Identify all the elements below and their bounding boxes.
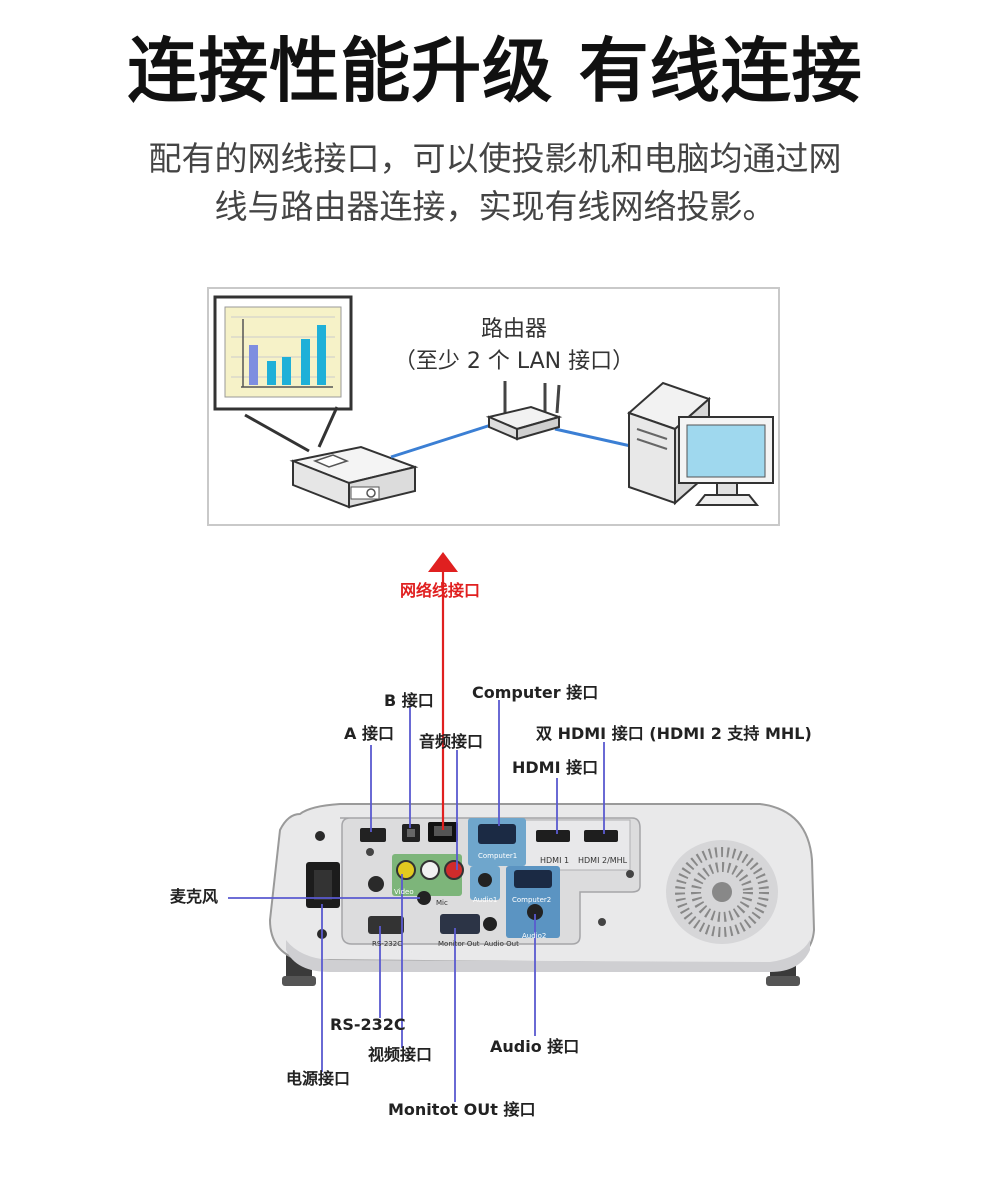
panel-label-audio-out: Audio Out [484,940,519,948]
description-line-1: 配有的网线接口，可以使投影机和电脑均通过网 [148,139,842,178]
network-diagram: 路由器 （至少 2 个 LAN 接口） [207,287,780,526]
b-port-label: B 接口 [384,691,434,710]
page-title: 连接性能升级 有线连接 [127,30,863,112]
panel-label-video: Video [394,888,414,896]
panel-label-audio1: Audio1 [473,896,498,904]
description-line-2: 线与路由器连接，实现有线网络投影。 [214,187,776,226]
panel-label-computer2: Computer2 [512,896,552,904]
router-sublabel: （至少 2 个 LAN 接口） [393,349,635,374]
lan-port-label: 网络线接口 [400,581,481,600]
panel-label-hdmi1: HDMI 1 [540,856,570,865]
speaker-grille-icon [666,840,778,944]
panel-label-audio2: Audio2 [522,932,547,940]
projection-screen-icon [213,295,353,411]
panel-label-rs232c: RS-232C [372,940,403,948]
router-label: 路由器 [480,317,547,342]
rs232c-port-label: RS-232C [330,1015,406,1034]
desktop-computer-icon [627,381,774,506]
dual-hdmi-port-label: 双 HDMI 接口 (HDMI 2 支持 MHL) [536,724,812,743]
audio-port-label: Audio 接口 [490,1037,580,1056]
audio-in-port-label: 音频接口 [419,732,484,751]
router-icon [485,381,563,441]
mic-port-label: 麦克风 [170,887,219,906]
panel-label-computer1: Computer1 [478,852,518,860]
arrow-up-icon [428,552,458,572]
computer-port-label: Computer 接口 [472,683,599,702]
a-port-label: A 接口 [344,724,394,743]
hdmi-port-label: HDMI 接口 [512,758,599,777]
video-port-label: 视频接口 [368,1045,433,1064]
monitor-out-port-label: Monitot OUt 接口 [388,1100,536,1119]
network-diagram-art [213,295,774,509]
panel-label-mic: Mic [436,899,448,907]
projector-icon [289,445,419,509]
power-port-label: 电源接口 [286,1069,351,1088]
panel-label-hdmi2: HDMI 2/MHL [578,856,628,865]
panel-label-monitor-out: Monitor Out [438,940,480,948]
